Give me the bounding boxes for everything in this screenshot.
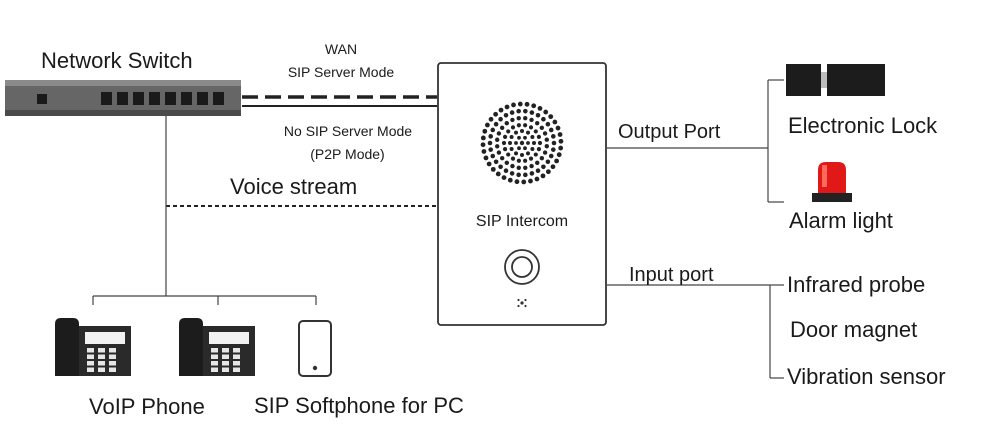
wan-label: WAN [324,41,358,57]
alarm-light-icon [812,162,852,202]
voip-phone-label: VoIP Phone [89,394,205,419]
alarm-light-label: Alarm light [789,208,893,233]
electronic-lock-icon [786,64,885,96]
voice-stream-label: Voice stream [230,174,358,199]
door-magnet-label: Door magnet [790,317,918,342]
network-switch-icon [5,80,241,116]
vibration-sensor-label: Vibration sensor [787,364,946,389]
input-port-label: Input port [629,264,714,286]
sip-intercom-device [437,62,607,326]
microphone-icon [517,298,527,308]
sip-softphone-label: SIP Softphone for PC [254,393,464,418]
smartphone-icon [298,320,332,377]
desk-phone-icon [55,318,131,376]
infrared-probe-label: Infrared probe [787,272,926,297]
speaker-grille-icon [480,101,564,185]
input-port-lines [607,284,784,379]
sip-intercom-label: SIP Intercom [475,213,569,230]
phone-connection-tree [92,116,317,305]
desk-phone-icon [179,318,255,376]
call-button-icon [504,249,540,285]
output-port-lines [607,79,784,203]
electronic-lock-label: Electronic Lock [788,113,938,138]
no-sip-server-mode-label: No SIP Server Mode [283,123,413,139]
output-port-label: Output Port [618,121,721,143]
network-switch-label: Network Switch [41,48,193,73]
p2p-mode-label: (P2P Mode) [310,146,385,162]
sip-server-mode-label: SIP Server Mode [287,64,395,80]
